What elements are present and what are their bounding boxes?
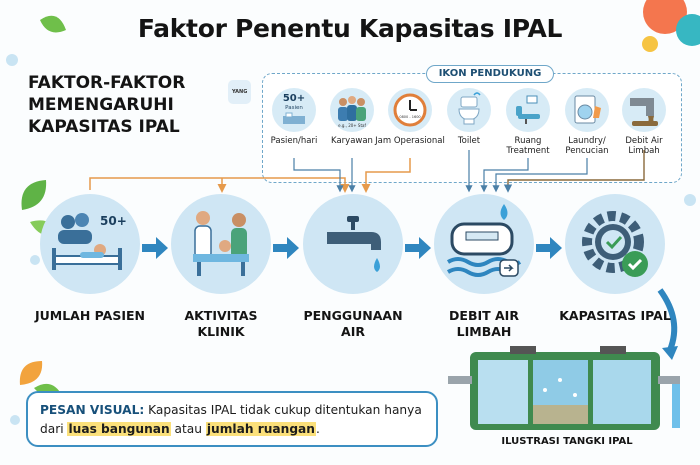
page-title: Faktor Penentu Kapasitas IPAL: [137, 14, 563, 43]
staff-icon: e.g., 20+ Staf: [330, 88, 374, 132]
message-text: atau: [170, 422, 206, 436]
connector-line: [89, 177, 350, 193]
connector-line: [480, 158, 529, 193]
treatment-chair-icon: [516, 95, 540, 124]
tank-sludge: [533, 405, 588, 424]
support-label: Ruang Treatment: [506, 136, 550, 156]
message-highlight: jumlah ruangan: [205, 422, 316, 436]
support-label: Jam Operasional: [375, 136, 445, 146]
outlet-pipe: [658, 376, 680, 384]
flow-arrow-icon: [273, 237, 299, 259]
section-heading-line: KAPASITAS IPAL: [28, 117, 180, 137]
step-ipal-capacity: [565, 194, 665, 294]
flow-arrow-icon: [142, 237, 168, 259]
outlet-water: [672, 384, 680, 428]
support-icons-title: IKON PENDUKUNG: [426, 65, 554, 83]
decor-bubble: [30, 255, 40, 265]
tank-chamber: [478, 360, 528, 424]
message-text: .: [315, 422, 320, 436]
patients-count-text: 50+: [282, 93, 306, 104]
flow-arrows: [142, 237, 562, 259]
tank-chamber: [593, 360, 651, 424]
clock-note: 0800 - 1600: [399, 115, 421, 119]
step-label: JUMLAH PASIEN: [34, 308, 146, 323]
support-label: Pasien/hari: [270, 136, 318, 146]
connector-line: [492, 158, 588, 193]
support-label: Toilet: [457, 136, 481, 146]
step-label: DEBIT AIR LIMBAH: [449, 308, 519, 339]
curved-arrow-icon: [657, 288, 678, 352]
faucet-icon: [327, 216, 381, 272]
step-label: PENGGUNAAN AIR: [303, 308, 403, 339]
flow-arrow-icon: [405, 237, 431, 259]
section-heading-line: FAKTOR-FAKTOR: [28, 73, 186, 93]
connector-line: [293, 158, 344, 193]
section-heading: FAKTOR-FAKTOR YANG MEMENGARUHI KAPASITAS…: [28, 72, 252, 138]
people-icon: [338, 96, 366, 121]
connector-line: [361, 158, 411, 193]
step-label: KAPASITAS IPAL: [559, 308, 671, 323]
inlet-pipe: [448, 376, 472, 384]
staff-note: e.g., 20+ Staf: [338, 123, 366, 128]
decor-bubble: [10, 415, 20, 425]
leaf-icon: [21, 180, 47, 210]
bubble: [558, 378, 562, 382]
support-label: Karyawan: [331, 136, 373, 146]
hospital-bed-icon: [283, 112, 305, 124]
treatment-room-icon: [506, 88, 550, 132]
curved-arrow-head-icon: [662, 346, 678, 360]
leaf-icon: [19, 361, 43, 385]
wastewater-icon: [622, 88, 666, 132]
toilet-icon: [447, 88, 491, 132]
leaf-icon: [40, 15, 66, 33]
decor-bubble-orange: [643, 0, 687, 34]
decor-bubble-teal: [676, 14, 700, 46]
connector-line: [503, 150, 645, 193]
visual-message-box: PESAN VISUAL: Kapasitas IPAL tidak cukup…: [26, 391, 438, 447]
patients-unit-text: Pasien: [285, 105, 303, 111]
clock-icon: [393, 93, 427, 127]
step-patients: 50+: [40, 194, 140, 294]
decor-bubble: [6, 54, 18, 66]
section-heading-line: MEMENGARUHI: [28, 95, 174, 115]
patients-badge: 50+: [100, 214, 127, 228]
laundry-icon: [565, 88, 609, 132]
message-text: Kapasitas IPAL tidak cukup ditentukan ha…: [40, 403, 422, 436]
message-highlight: luas bangunan: [67, 422, 171, 436]
medical-team-icon: [193, 211, 249, 276]
tank-hatch: [510, 346, 536, 354]
decor-bubble: [684, 194, 696, 206]
tank-caption: ILUSTRASI TANGKI IPAL: [501, 436, 633, 447]
operating-hours-icon: 0800 - 1600: [388, 88, 432, 132]
step-clinic-activity: [171, 194, 271, 294]
step-water-use: [303, 194, 403, 294]
section-heading-tag: YANG: [228, 80, 252, 104]
pipe-discharge-icon: [630, 98, 658, 126]
tank-hatch: [600, 346, 626, 354]
bubble: [573, 393, 577, 397]
gear-check-icon: [582, 211, 648, 277]
decor-bubble-yellow: [642, 36, 658, 52]
patients-bed-icon: [52, 213, 122, 270]
bubble: [543, 388, 547, 392]
washing-machine-icon: [574, 95, 601, 124]
patients-per-day-icon: 50+ Pasien: [272, 88, 316, 132]
step-wastewater-flow: [434, 194, 534, 294]
step-label: AKTIVITAS KLINIK: [184, 308, 258, 339]
flow-arrow-icon: [536, 237, 562, 259]
flow-meter-icon: [446, 204, 522, 277]
support-label: Laundry/ Pencucian: [565, 136, 609, 156]
message-prefix: PESAN VISUAL:: [40, 403, 145, 417]
toilet-shape: [458, 92, 481, 125]
